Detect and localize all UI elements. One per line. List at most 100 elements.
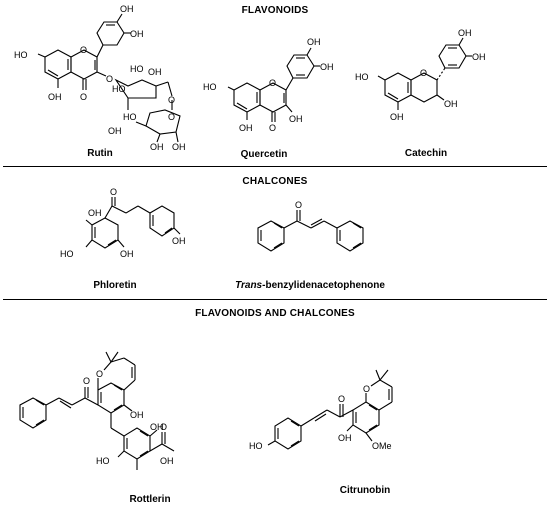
atom-label: O bbox=[110, 187, 117, 197]
phloretin-bond bbox=[173, 227, 181, 235]
phloretin-double-bond bbox=[164, 227, 173, 234]
quercetin-bond bbox=[306, 47, 312, 56]
chalcone-alkene bbox=[310, 220, 325, 229]
citrunobin-bond bbox=[267, 440, 276, 446]
phloretin-double-bond bbox=[107, 239, 117, 246]
rottlerin-bond bbox=[123, 357, 136, 366]
atom-label: O bbox=[80, 92, 87, 102]
rottlerin-bond bbox=[117, 450, 125, 458]
atom-label: O bbox=[80, 45, 87, 55]
atom-label: OH bbox=[390, 112, 404, 122]
atom-label: OH bbox=[472, 52, 486, 62]
rottlerin-double-bond bbox=[139, 430, 149, 437]
catechin-bond bbox=[458, 37, 464, 46]
atom-label: O bbox=[269, 78, 276, 88]
atom-label: HO bbox=[130, 64, 144, 74]
atom-label: HO bbox=[60, 249, 74, 259]
catechin-bond bbox=[377, 75, 386, 81]
citrunobin-alkene bbox=[314, 413, 327, 422]
chalcone-bond bbox=[283, 220, 298, 229]
phloretin-bond bbox=[85, 239, 93, 248]
caption-catechin: Catechin bbox=[404, 148, 448, 159]
section-title-flavonoids-and-chalcones: FLAVONOIDS AND CHALCONES bbox=[195, 308, 355, 319]
citrunobin-bond bbox=[379, 379, 393, 388]
atom-label: O bbox=[168, 112, 175, 122]
atom-label: OH bbox=[289, 114, 303, 124]
caption-rest: -benzylidenacetophenone bbox=[262, 280, 385, 291]
rottlerin-bond bbox=[45, 397, 60, 406]
rutin-double-bond bbox=[47, 69, 59, 77]
atom-label: OH bbox=[130, 29, 144, 39]
rottlerin-alkene bbox=[59, 400, 72, 409]
divider-line bbox=[3, 299, 547, 300]
atom-label: O bbox=[83, 376, 90, 386]
section-title-chalcones: CHALCONES bbox=[242, 176, 308, 187]
atom-label: OH bbox=[320, 62, 334, 72]
atom-label: OH bbox=[148, 67, 162, 77]
chalcone-double-bond bbox=[352, 242, 362, 249]
caption-phloretin: Phloretin bbox=[93, 280, 137, 291]
citrunobin-alkene bbox=[313, 409, 328, 419]
atom-label: OH bbox=[160, 456, 174, 466]
rottlerin-methyl bbox=[110, 351, 119, 363]
rutin-bond bbox=[155, 81, 169, 87]
rottlerin-bond bbox=[84, 397, 99, 406]
rutin-bond bbox=[96, 71, 107, 77]
caption-quercetin: Quercetin bbox=[240, 149, 288, 160]
phloretin-bond bbox=[125, 205, 139, 214]
atom-label: OH bbox=[150, 142, 164, 152]
citrunobin-bond bbox=[300, 417, 315, 427]
rottlerin-double-bond bbox=[113, 404, 123, 411]
rutin-bond bbox=[135, 121, 147, 127]
chalcone-double-bond bbox=[273, 242, 283, 249]
phloretin-bond bbox=[111, 205, 127, 214]
atom-label: OH bbox=[239, 123, 253, 133]
quercetin-bond bbox=[285, 77, 294, 91]
rottlerin-bond bbox=[71, 397, 86, 406]
quercetin-bond bbox=[285, 104, 293, 113]
atom-label: OH bbox=[458, 28, 472, 38]
rottlerin-bond bbox=[110, 427, 125, 437]
quercetin-double-bond bbox=[236, 102, 248, 110]
chalcone-ring-b bbox=[336, 220, 364, 252]
phloretin-bond bbox=[104, 205, 113, 219]
rottlerin-bond bbox=[103, 361, 112, 371]
atom-label: OH bbox=[338, 433, 352, 443]
citrunobin-methyl bbox=[379, 369, 389, 381]
citrunobin-bond bbox=[346, 424, 354, 432]
atom-label: OH bbox=[172, 236, 186, 246]
rottlerin-bond bbox=[123, 404, 133, 412]
catechin-wedge-bond bbox=[436, 94, 445, 101]
citrunobin-bond bbox=[370, 379, 381, 387]
atom-label: O bbox=[168, 95, 175, 105]
atom-label: O bbox=[269, 123, 276, 133]
rottlerin-bond bbox=[110, 357, 125, 363]
caption-citrunobin: Citrunobin bbox=[339, 485, 391, 496]
atom-label: OH bbox=[130, 410, 144, 420]
rottlerin-alkene bbox=[58, 397, 73, 406]
citrunobin-double-bond bbox=[290, 440, 300, 447]
atom-label: OMe bbox=[372, 441, 392, 451]
citrunobin-ring-a bbox=[352, 401, 380, 434]
atom-label: OH bbox=[120, 4, 134, 14]
atom-label: HO bbox=[249, 441, 263, 451]
quercetin-bond bbox=[227, 86, 235, 91]
rottlerin-double-bond bbox=[139, 450, 149, 457]
rottlerin-bond bbox=[149, 429, 158, 437]
rottlerin-bond bbox=[123, 379, 136, 391]
atom-label: O bbox=[106, 74, 113, 84]
atom-label: OH bbox=[307, 37, 321, 47]
rottlerin-double-bond bbox=[35, 419, 45, 426]
rottlerin-acetyl bbox=[161, 443, 175, 452]
citrunobin-bond bbox=[378, 401, 393, 411]
atom-label: O bbox=[338, 394, 345, 404]
caption-rottlerin: Rottlerin bbox=[129, 494, 171, 505]
atom-label: OH bbox=[120, 249, 134, 259]
atom-label: O bbox=[363, 384, 370, 394]
phloretin-bond bbox=[137, 205, 151, 214]
